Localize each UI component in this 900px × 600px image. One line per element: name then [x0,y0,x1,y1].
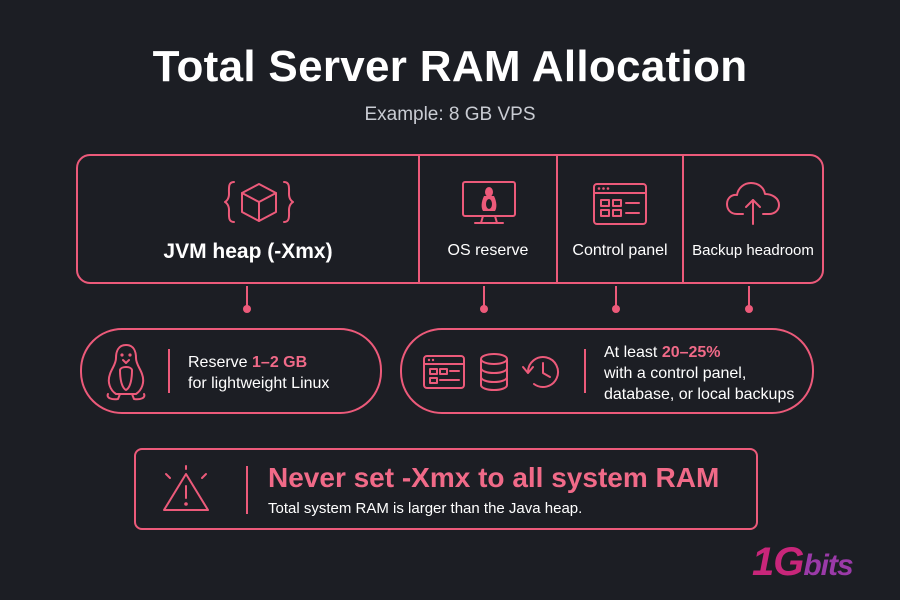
connector-line [246,286,248,308]
segment-backup-headroom: Backup headroom [684,156,822,282]
connector-dot [480,305,488,313]
code-cube-icon [224,181,294,223]
backup-restore-icon [522,356,559,388]
control-panel-window-icon [593,183,647,225]
os-reserve-note-text: Reserve 1–2 GB for lightweight Linux [188,352,329,394]
overhead-line2: with a control panel, [604,365,747,382]
warning-title: Never set -Xmx to all system RAM [268,462,720,493]
connector-dot [612,305,620,313]
connector-dot [745,305,753,313]
segment-jvm-heap-label: JVM heap (-Xmx) [163,240,333,263]
os-reserve-amount: 1–2 GB [252,354,308,371]
page-title: Total Server RAM Allocation [152,42,748,91]
connector-line [483,286,485,308]
os-reserve-line2: for lightweight Linux [188,375,330,392]
segment-control-panel-label: Control panel [572,242,668,259]
segment-os-reserve: OS reserve [420,156,556,282]
segment-control-panel: Control panel [558,156,682,282]
brand-logo-text: bits [803,549,853,582]
cloud-upload-icon [726,182,780,225]
segment-jvm-heap: JVM heap (-Xmx) [78,156,418,282]
brand-logo-number: 1G [752,540,804,584]
os-reserve-note: Reserve 1–2 GB for lightweight Linux [80,328,382,414]
control-panel-window-icon [423,355,465,389]
pill-divider [584,349,586,393]
segment-divider [418,156,420,282]
warning-box: Never set -Xmx to all system RAM Total s… [134,448,758,530]
connector-line [615,286,617,308]
ram-allocation-bar: JVM heap (-Xmx) OS reserve [76,154,824,284]
warning-triangle-icon [163,465,209,511]
linux-penguin-icon [106,344,146,401]
warning-subtitle: Total system RAM is larger than the Java… [268,500,583,517]
segment-divider [556,156,558,282]
segment-backup-headroom-label: Backup headroom [692,242,814,259]
overhead-note: At least 20–25% with a control panel, da… [400,328,814,414]
connector-dot [243,305,251,313]
overhead-prefix: At least [604,344,662,361]
os-reserve-prefix: Reserve [188,354,253,371]
segment-divider [682,156,684,282]
pill-divider [168,349,170,393]
overhead-amount: 20–25% [661,344,721,361]
overhead-line3: database, or local backups [604,386,795,403]
brand-logo: 1Gbits [752,540,854,585]
database-icon [480,353,508,392]
overhead-note-text: At least 20–25% with a control panel, da… [604,342,794,405]
segment-os-reserve-label: OS reserve [447,242,529,259]
connector-line [748,286,750,308]
linux-monitor-icon [462,181,516,224]
page-subtitle: Example: 8 GB VPS [364,104,536,125]
warning-divider [246,466,248,514]
